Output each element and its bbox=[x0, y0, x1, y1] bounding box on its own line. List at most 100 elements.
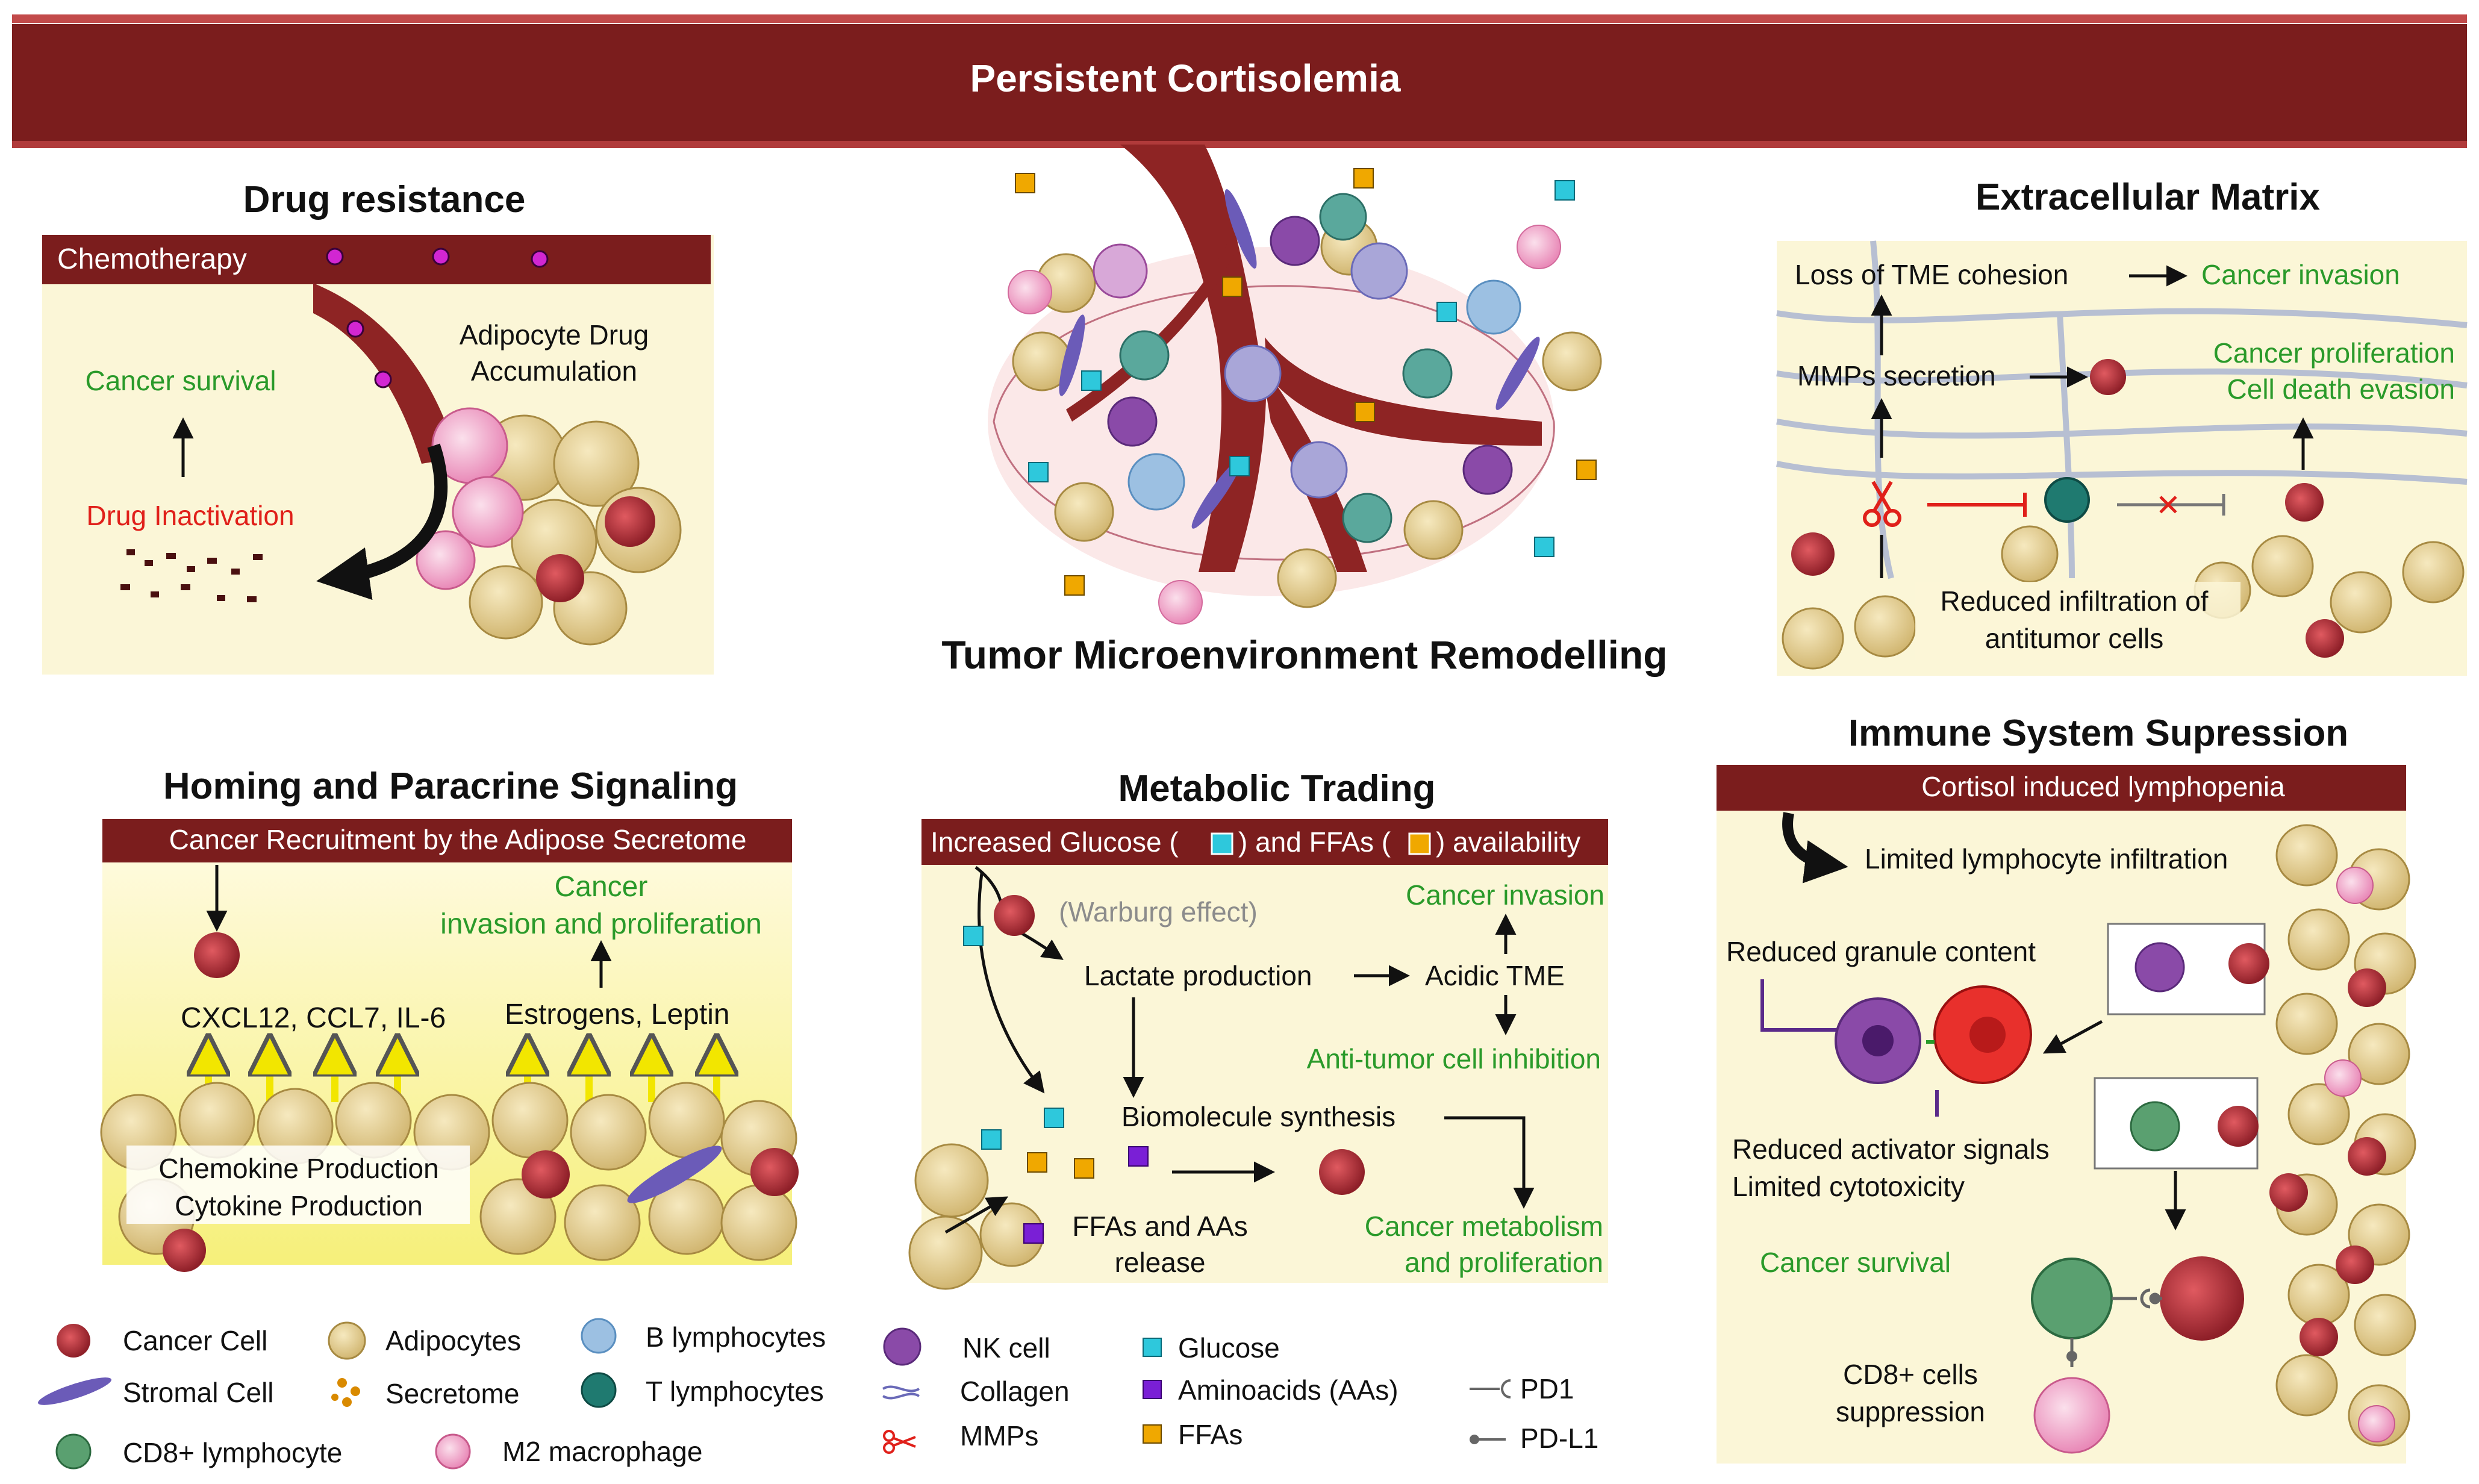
homing-cancer-line2: invasion and proliferation bbox=[440, 908, 762, 940]
panel-metabolic-trading: Metabolic Trading Increased Glucose ( ) … bbox=[908, 768, 1608, 1290]
homing-cancer-cell bbox=[194, 932, 240, 978]
glucose-icon bbox=[1143, 1338, 1162, 1357]
metabolic-banner-part1: Increased Glucose ( bbox=[931, 826, 1179, 858]
legend-collagen-label: Collagen bbox=[960, 1376, 1070, 1407]
reduced-activator-label: Reduced activator signals bbox=[1732, 1133, 2050, 1165]
t-lymphocyte-icon bbox=[581, 1372, 617, 1408]
immune-adipose-column bbox=[2269, 824, 2416, 1447]
legend-cd8-label: CD8+ lymphocyte bbox=[123, 1437, 342, 1468]
legend-item-cd8: CD8+ lymphocyte bbox=[55, 1433, 342, 1470]
legend-item-secretome: Secretome bbox=[331, 1378, 519, 1409]
panel-immune-suppression: Immune System Supression Cortisol induce… bbox=[1717, 712, 2416, 1464]
immune-title: Immune System Supression bbox=[1848, 712, 2348, 754]
cell-death-evasion-label: Cell death evasion bbox=[2227, 373, 2455, 405]
ffa-icon bbox=[1143, 1424, 1162, 1444]
center-title: Tumor Microenvironment Remodelling bbox=[941, 632, 1667, 677]
reduced-granule-label: Reduced granule content bbox=[1726, 936, 2036, 967]
antitumor-inhibition-label: Anti-tumor cell inhibition bbox=[1307, 1043, 1601, 1074]
legend-m2-label: M2 macrophage bbox=[502, 1436, 702, 1467]
collagen-icon bbox=[882, 1385, 920, 1400]
immune-m2-macrophage bbox=[2033, 1377, 2110, 1454]
chemokine-production-label: Chemokine Production bbox=[158, 1153, 438, 1184]
limited-infiltration-label: Limited lymphocyte infiltration bbox=[1865, 843, 2228, 874]
homing-adipose-tissue bbox=[100, 1082, 799, 1272]
b-lymphocyte-icon bbox=[581, 1318, 617, 1354]
reduced-infiltration-line2: antitumor cells bbox=[1985, 623, 2164, 654]
cancer-proliferation-label: Cancer proliferation bbox=[2213, 337, 2455, 369]
homing-title: Homing and Paracrine Signaling bbox=[163, 765, 738, 807]
collagen-fibers bbox=[1776, 240, 2468, 579]
metabolic-cancer-invasion: Cancer invasion bbox=[1406, 879, 1604, 911]
immune-suppressing-cancer-cell bbox=[2160, 1256, 2244, 1341]
legend-item-t-lymphocytes: T lymphocytes bbox=[581, 1372, 824, 1408]
legend-glucose-label: Glucose bbox=[1178, 1332, 1280, 1364]
metabolism-line1: Cancer metabolism bbox=[1365, 1211, 1603, 1242]
metabolic-cancer-cell-mid bbox=[1319, 1149, 1365, 1195]
metabolic-banner-part2: ) and FFAs ( bbox=[1238, 826, 1391, 858]
pd1-icon bbox=[1470, 1379, 1511, 1398]
homing-banner: Cancer Recruitment by the Adipose Secret… bbox=[169, 824, 747, 855]
cancer-cell-icon bbox=[57, 1324, 90, 1358]
legend-mmps-label: MMPs bbox=[960, 1420, 1038, 1451]
legend-pdl1-label: PD-L1 bbox=[1520, 1423, 1598, 1454]
legend-item-ffas: FFAs bbox=[1143, 1419, 1243, 1450]
scissors-icon bbox=[883, 1430, 916, 1454]
legend-item-pdl1: PD-L1 bbox=[1470, 1423, 1598, 1454]
legend-ffas-label: FFAs bbox=[1178, 1419, 1243, 1450]
legend-item-adipocytes: Adipocytes bbox=[328, 1321, 521, 1360]
legend-item-mmps: MMPs bbox=[883, 1420, 1038, 1454]
ecm-title: Extracellular Matrix bbox=[1975, 176, 2321, 218]
cd8-suppression-line1: CD8+ cells bbox=[1843, 1359, 1978, 1390]
panel-extracellular-matrix: Extracellular Matrix Loss of TME cohesio… bbox=[1776, 176, 2468, 676]
blocked-x-icon: ✕ bbox=[2156, 488, 2181, 522]
secretome-icon bbox=[331, 1378, 360, 1407]
chemokines-label: CXCL12, CCL7, IL-6 bbox=[181, 1002, 446, 1034]
stromal-cell-icon bbox=[38, 1377, 111, 1405]
ecm-cancer-cell-top bbox=[2090, 359, 2126, 395]
legend-item-aminoacids: Aminoacids (AAs) bbox=[1143, 1374, 1399, 1406]
adipocyte-accumulation-line1: Adipocyte Drug bbox=[460, 319, 649, 351]
pdl1-icon bbox=[1470, 1435, 1506, 1444]
lactate-label: Lactate production bbox=[1084, 960, 1312, 991]
ffas-release-line1: FFAs and AAs bbox=[1072, 1211, 1247, 1242]
legend-item-stromal-cell: Stromal Cell bbox=[38, 1377, 274, 1408]
ecm-t-lymphocyte bbox=[2044, 477, 2090, 523]
adipocyte-accumulation-line2: Accumulation bbox=[471, 355, 637, 387]
legend-item-collagen: Collagen bbox=[882, 1376, 1070, 1407]
mmps-secretion-label: MMPs secretion bbox=[1797, 360, 1996, 391]
legend-secretome-label: Secretome bbox=[385, 1378, 519, 1409]
legend-stromal-cell-label: Stromal Cell bbox=[123, 1377, 274, 1408]
drug-accumulation-arrow bbox=[316, 443, 448, 600]
legend-item-glucose: Glucose bbox=[1143, 1332, 1280, 1364]
legend-item-b-lymphocytes: B lymphocytes bbox=[581, 1318, 826, 1354]
warburg-label: (Warburg effect) bbox=[1059, 896, 1258, 928]
limited-cytotoxicity-label: Limited cytotoxicity bbox=[1732, 1171, 1965, 1202]
drug-inactivation-label: Drug Inactivation bbox=[86, 500, 294, 531]
ffas-release-line2: release bbox=[1115, 1247, 1206, 1278]
legend-item-nk-cell: NK cell bbox=[883, 1327, 1050, 1366]
legend-nk-cell-label: NK cell bbox=[962, 1332, 1050, 1364]
center-tumor-illustration: Tumor Microenvironment Remodelling bbox=[941, 145, 1668, 677]
nk-cell-icon bbox=[883, 1327, 921, 1366]
acidic-label: Acidic TME bbox=[1425, 960, 1565, 991]
aminoacid-icon bbox=[1143, 1380, 1162, 1399]
hormones-label: Estrogens, Leptin bbox=[505, 999, 730, 1030]
metabolic-cancer-cell-top bbox=[994, 895, 1035, 936]
cytokine-production-label: Cytokine Production bbox=[175, 1190, 423, 1221]
biomolecule-label: Biomolecule synthesis bbox=[1121, 1101, 1395, 1132]
loss-cohesion-label: Loss of TME cohesion bbox=[1795, 259, 2068, 290]
legend-item-pd1: PD1 bbox=[1470, 1373, 1574, 1404]
immune-banner: Cortisol induced lymphopenia bbox=[1921, 771, 2285, 802]
panel-homing-paracrine: Homing and Paracrine Signaling Cancer Re… bbox=[100, 765, 799, 1272]
cd8-lymphocyte-icon bbox=[55, 1433, 92, 1470]
reduced-infiltration-line1: Reduced infiltration of bbox=[1941, 585, 2209, 617]
immune-cancer-survival: Cancer survival bbox=[1760, 1247, 1951, 1278]
mmps-scissors-icon bbox=[1863, 481, 1901, 527]
immune-cd8-cell bbox=[2031, 1258, 2113, 1339]
cancer-survival-label: Cancer survival bbox=[86, 365, 276, 396]
legend-aminoacids-label: Aminoacids (AAs) bbox=[1178, 1374, 1399, 1406]
legend-b-lymphocytes-label: B lymphocytes bbox=[646, 1321, 826, 1353]
legend: Cancer Cell Stromal Cell CD8+ lymphocyte… bbox=[38, 1318, 1598, 1470]
